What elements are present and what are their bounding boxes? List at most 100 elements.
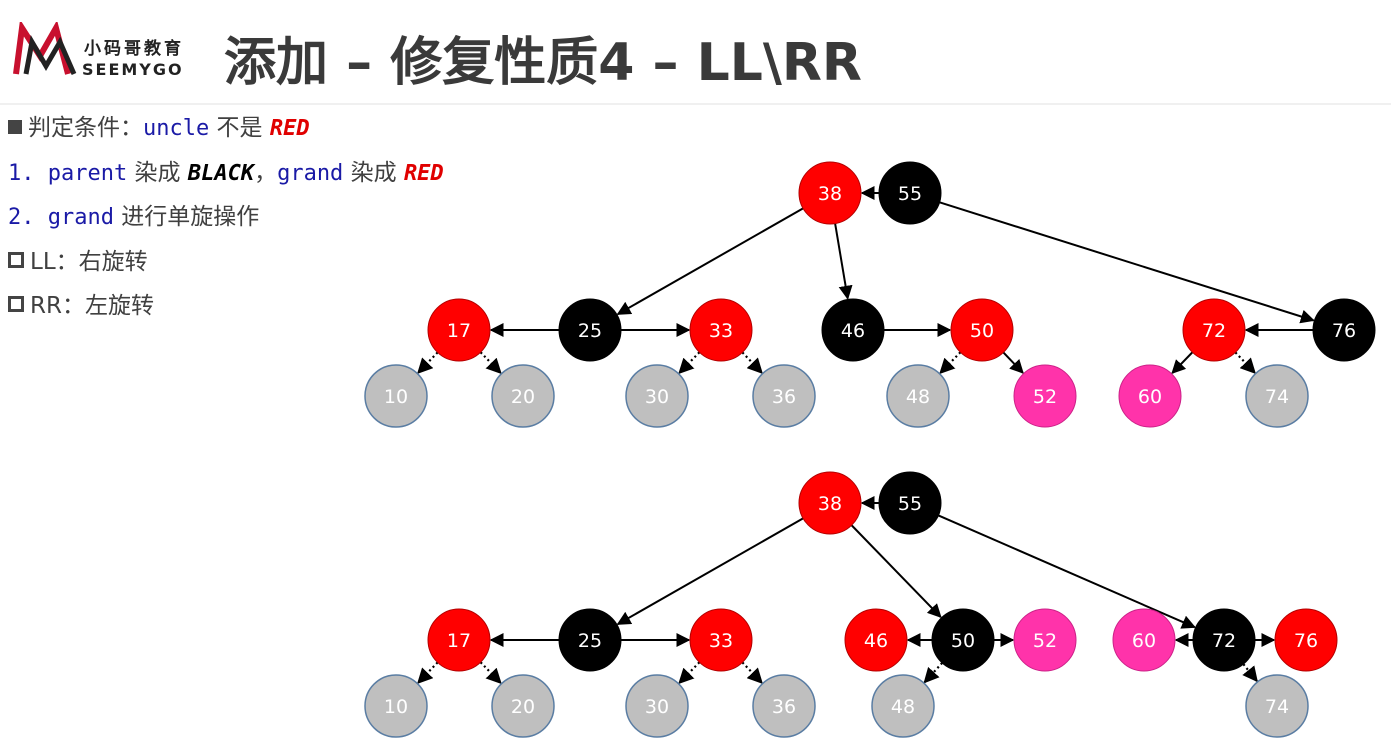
tree-node-30: 30 xyxy=(625,364,689,428)
node-label: 46 xyxy=(841,320,865,342)
edge-72-to-60 xyxy=(1171,351,1194,375)
node-circle xyxy=(689,298,753,362)
edge-38-to-25 xyxy=(616,207,804,316)
slide-title: 添加 – 修复性质4 – LL\RR xyxy=(224,33,862,93)
node-label: 20 xyxy=(511,386,535,408)
tree-node-74: 74 xyxy=(1245,674,1309,738)
edge-33-to-30 xyxy=(678,661,701,685)
tree-node-36: 36 xyxy=(752,674,816,738)
edge-33-to-36 xyxy=(741,661,763,684)
node-circle xyxy=(871,674,935,738)
rule-text: grand xyxy=(277,160,344,186)
rule-text: LL：右旋转 xyxy=(30,248,148,275)
tree-node-10: 10 xyxy=(364,674,428,738)
node-label: 30 xyxy=(645,386,669,408)
tree-node-20: 20 xyxy=(491,674,555,738)
node-label: 76 xyxy=(1332,320,1356,342)
edge-38-to-46 xyxy=(834,223,853,300)
edge-17-to-20 xyxy=(479,661,502,685)
tree-node-74: 74 xyxy=(1245,364,1309,428)
rule-text: 进行单旋操作 xyxy=(113,204,260,230)
node-circle xyxy=(1112,608,1176,672)
edge-38-to-25 xyxy=(616,517,804,626)
node-circle xyxy=(798,471,862,535)
tree-node-72: 72 xyxy=(1182,298,1246,362)
node-circle xyxy=(752,364,816,428)
node-circle xyxy=(931,608,995,672)
rule-text: 染成 xyxy=(127,159,188,186)
node-label: 33 xyxy=(709,630,733,652)
node-label: 50 xyxy=(970,320,994,342)
rule-text: 2. grand xyxy=(8,205,114,230)
node-circle xyxy=(878,471,942,535)
edge-17-to-10 xyxy=(417,351,439,374)
tree-node-52: 52 xyxy=(1013,364,1077,428)
rule-text: RED xyxy=(403,160,444,186)
node-label: 38 xyxy=(818,183,842,205)
node-circle xyxy=(427,298,491,362)
node-circle xyxy=(364,364,428,428)
tree-node-38: 38 xyxy=(798,161,862,225)
tree-node-60: 60 xyxy=(1118,364,1182,428)
tree-node-60: 60 xyxy=(1112,608,1176,672)
tree-node-20: 20 xyxy=(491,364,555,428)
edge-55-to-76 xyxy=(939,201,1315,324)
edge-72-to-74 xyxy=(1242,663,1258,683)
rule-line: RR：左旋转 xyxy=(8,288,444,333)
edge-33-to-36 xyxy=(741,351,763,374)
node-label: 25 xyxy=(578,320,602,342)
rule-text: ， xyxy=(254,159,278,186)
node-label: 36 xyxy=(772,386,796,408)
tree-node-50: 50 xyxy=(931,608,995,672)
edge-72-to-74 xyxy=(1234,351,1256,374)
rule-line: LL：右旋转 xyxy=(8,244,444,289)
hollow-square-bullet-icon xyxy=(8,251,24,268)
node-label: 48 xyxy=(906,386,930,408)
logo-english-text: SEEMYGO xyxy=(82,60,184,79)
node-circle xyxy=(886,364,950,428)
node-label: 74 xyxy=(1265,386,1289,408)
tree-node-33: 33 xyxy=(689,298,753,362)
node-circle xyxy=(558,298,622,362)
edge-17-to-10 xyxy=(417,661,439,684)
tree-node-33: 33 xyxy=(689,608,753,672)
edge-50-to-52 xyxy=(1002,351,1024,374)
edge-38-to-50 xyxy=(850,524,942,619)
node-circle xyxy=(364,674,428,738)
node-circle xyxy=(844,608,908,672)
seemygo-logo: 小码哥教育 SEEMYGO xyxy=(13,22,184,79)
tree-node-72: 72 xyxy=(1192,608,1256,672)
slide-header: 小码哥教育 SEEMYGO 添加 – 修复性质4 – LL\RR xyxy=(0,0,1391,105)
tree-node-76: 76 xyxy=(1274,608,1338,672)
tree-node-46: 46 xyxy=(844,608,908,672)
rule-text: BLACK xyxy=(187,160,255,186)
tree-node-36: 36 xyxy=(752,364,816,428)
edge-50-to-48 xyxy=(923,662,943,684)
node-label: 17 xyxy=(447,320,471,342)
tree-node-76: 76 xyxy=(1312,298,1376,362)
edge-33-to-30 xyxy=(678,351,701,375)
rule-text: 判定条件： xyxy=(28,115,143,141)
edge-17-to-20 xyxy=(479,351,502,375)
node-circle xyxy=(1118,364,1182,428)
tree-node-48: 48 xyxy=(886,364,950,428)
rule-text: RED xyxy=(269,116,310,141)
rule-line: 1. parent 染成 BLACK，grand 染成 RED xyxy=(8,155,444,200)
node-circle xyxy=(625,674,689,738)
node-label: 50 xyxy=(951,630,975,652)
node-label: 20 xyxy=(511,696,535,718)
node-circle xyxy=(1245,364,1309,428)
tree-node-50: 50 xyxy=(950,298,1014,362)
tree-node-17: 17 xyxy=(427,608,491,672)
hollow-square-bullet-icon xyxy=(8,296,24,312)
tree-node-30: 30 xyxy=(625,674,689,738)
node-label: 33 xyxy=(709,320,733,342)
node-circle xyxy=(1245,674,1309,738)
tree-node-52: 52 xyxy=(1013,608,1077,672)
rule-line: 判定条件：uncle 不是 RED xyxy=(8,110,444,155)
edge-55-to-72 xyxy=(938,514,1196,629)
tree-node-55: 55 xyxy=(878,471,942,535)
